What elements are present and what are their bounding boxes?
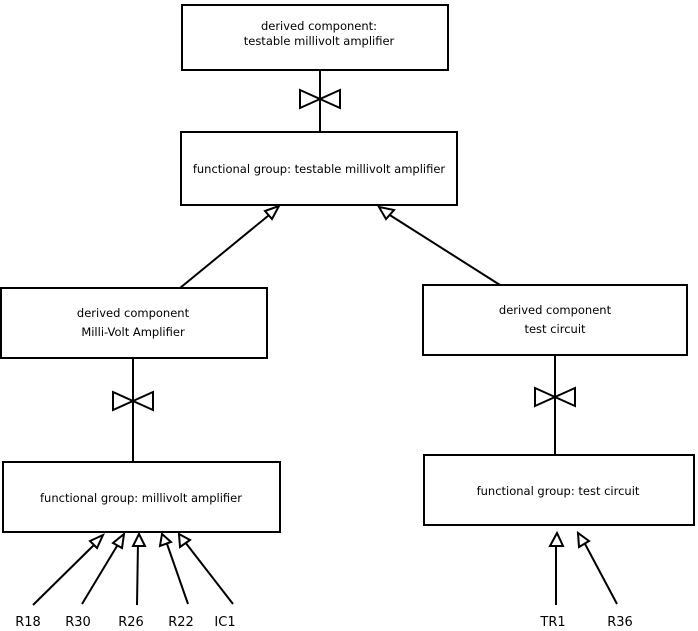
node-fg-test-circuit[interactable]: functional group: test circuit — [423, 454, 695, 526]
node-derived-milli-volt-amplifier[interactable]: derived component Milli-Volt Amplifier — [0, 287, 268, 359]
node-derived-test-circuit[interactable]: derived component test circuit — [422, 284, 688, 356]
leaf-label-r18: R18 — [15, 615, 41, 630]
node-label-line2: Milli-Volt Amplifier — [81, 325, 185, 339]
leaf-label-tr1: TR1 — [539, 615, 565, 630]
arrow-mva-to-testable — [179, 204, 282, 289]
arrow-r30-to-fg-mva — [81, 531, 126, 605]
node-label-line1: derived component — [77, 306, 190, 320]
node-label-line1: functional group: test circuit — [477, 484, 640, 498]
arrow-r26-to-fg-mva — [131, 531, 147, 606]
node-label-line2: testable millivolt amplifier — [244, 34, 395, 48]
arrow-r36-to-fg-tc — [576, 530, 618, 605]
leaf-label-r22: R22 — [168, 615, 194, 630]
node-label-line1: derived component — [499, 303, 612, 317]
bowtie-icon-right — [534, 386, 576, 408]
leaf-label-r30: R30 — [65, 615, 91, 630]
bowtie-icon-top — [299, 88, 341, 110]
node-derived-testable-millivolt-amplifier[interactable]: derived component: testable millivolt am… — [181, 4, 449, 71]
bowtie-icon-left — [112, 390, 154, 412]
node-fg-millivolt-amplifier[interactable]: functional group: millivolt amplifier — [2, 461, 281, 533]
node-label-line1: functional group: testable millivolt amp… — [193, 162, 446, 176]
leaf-label-r26: R26 — [118, 615, 144, 630]
arrow-ic1-to-fg-mva — [177, 532, 234, 605]
node-label-line2: test circuit — [524, 322, 586, 336]
node-fg-testable-millivolt-amplifier[interactable]: functional group: testable millivolt amp… — [180, 131, 458, 206]
arrow-r18-to-fg-mva — [32, 532, 106, 606]
arrow-testcircuit-to-testable — [377, 205, 501, 286]
arrow-r22-to-fg-mva — [158, 532, 189, 605]
leaf-label-r36: R36 — [607, 615, 633, 630]
arrow-tr1-to-fg-tc — [548, 530, 565, 605]
leaf-label-ic1: IC1 — [214, 615, 235, 630]
node-label-line1: derived component: — [261, 19, 377, 33]
node-label-line1: functional group: millivolt amplifier — [40, 491, 242, 505]
